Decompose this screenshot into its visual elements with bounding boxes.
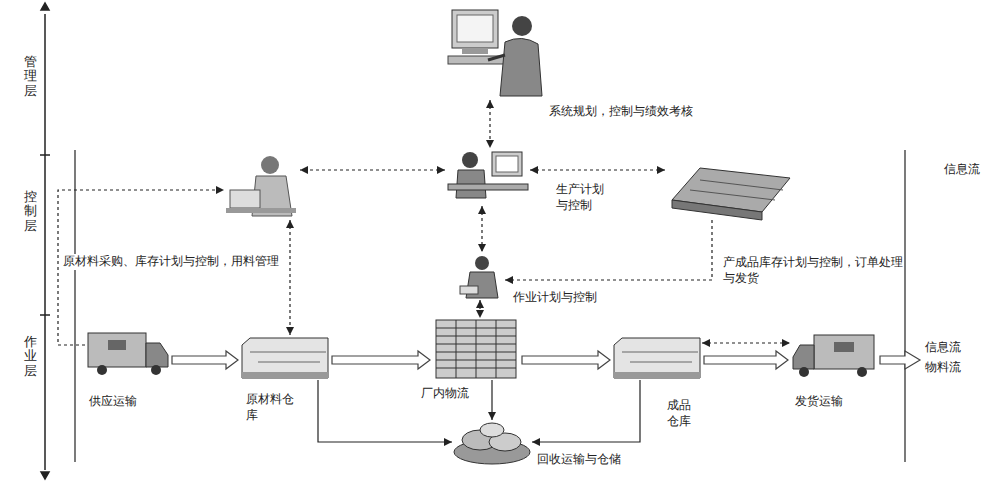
dispatcher-icon (460, 256, 498, 298)
operation-control-node: 作业计划与控制 (458, 252, 505, 300)
information-flow-arrow (505, 220, 712, 280)
flow-label: 信息流 (925, 340, 961, 356)
node-text: 生产计划与控制 (555, 182, 611, 213)
node-text: 系统规划，控制与绩效考核 (548, 104, 700, 120)
recycling-pile-icon (454, 423, 530, 464)
procurement-node: 原材料采购、库存计划与控制，用料管理 (224, 150, 300, 220)
truck-icon (88, 333, 168, 375)
information-flow-arrow (481, 206, 482, 252)
node-text: 产成品库存计划与控制，订单处理与发货 (722, 255, 904, 286)
truck-icon (793, 335, 874, 377)
separator-line (75, 150, 905, 462)
information-flow-arrow (489, 100, 490, 148)
node-text: 成品仓库 (666, 398, 698, 429)
supply-transport-node: 供应运输 (85, 330, 170, 378)
recycling-node: 回收运输与仓储 (452, 420, 532, 465)
return-flow-arrow (491, 380, 492, 420)
material-flow-arrow (704, 351, 788, 369)
node-text: 回收运输与仓储 (536, 452, 658, 468)
node-text: 供应运输 (88, 394, 170, 410)
delivery-transport-node: 发货运输 (790, 332, 878, 380)
computer-user-icon (448, 10, 542, 96)
information-flow-arrow (702, 342, 790, 343)
warehouse-icon (614, 338, 700, 378)
finished-goods-building-icon (672, 168, 790, 220)
finished-goods-node: 产成品库存计划与控制，订单处理与发货 (665, 160, 790, 220)
layer-label: 管理层 (24, 55, 37, 98)
node-text: 原材料采购、库存计划与控制，用料管理 (62, 254, 282, 270)
layer-label: 控制层 (24, 190, 37, 233)
material-flow-arrow (172, 351, 238, 369)
information-flow-arrow (300, 169, 445, 170)
layer-axis (40, 3, 50, 479)
node-text: 厂内物流 (420, 386, 482, 402)
production-control-node: 生产计划与控制 (445, 148, 530, 206)
material-flow-arrow (522, 351, 610, 369)
node-text: 发货运输 (794, 394, 876, 410)
material-flow-arrow (880, 351, 920, 369)
node-text: 原材料仓库 (245, 392, 299, 423)
planner-desk-icon (448, 152, 528, 198)
return-flow-arrow (532, 380, 640, 442)
node-text: 作业计划与控制 (512, 290, 664, 306)
material-flow-arrow (332, 351, 430, 369)
flow-label: 信息流 (944, 162, 980, 178)
purchasing-clerk-icon (226, 156, 296, 216)
information-flow-arrow (479, 300, 480, 318)
planning-node: 系统规划，控制与绩效考核 (440, 5, 545, 100)
information-flow-arrow (530, 169, 665, 170)
information-flow-arrow (289, 220, 290, 335)
flow-label: 物料流 (925, 360, 961, 376)
goods-stack-icon (436, 320, 516, 378)
in-plant-logistics-node: 厂内物流 (432, 318, 520, 380)
finished-goods-warehouse-node: 成品仓库 (612, 335, 702, 380)
layer-label: 作业层 (24, 335, 37, 378)
raw-material-warehouse-node: 原材料仓库 (240, 335, 330, 380)
warehouse-icon (242, 338, 328, 378)
